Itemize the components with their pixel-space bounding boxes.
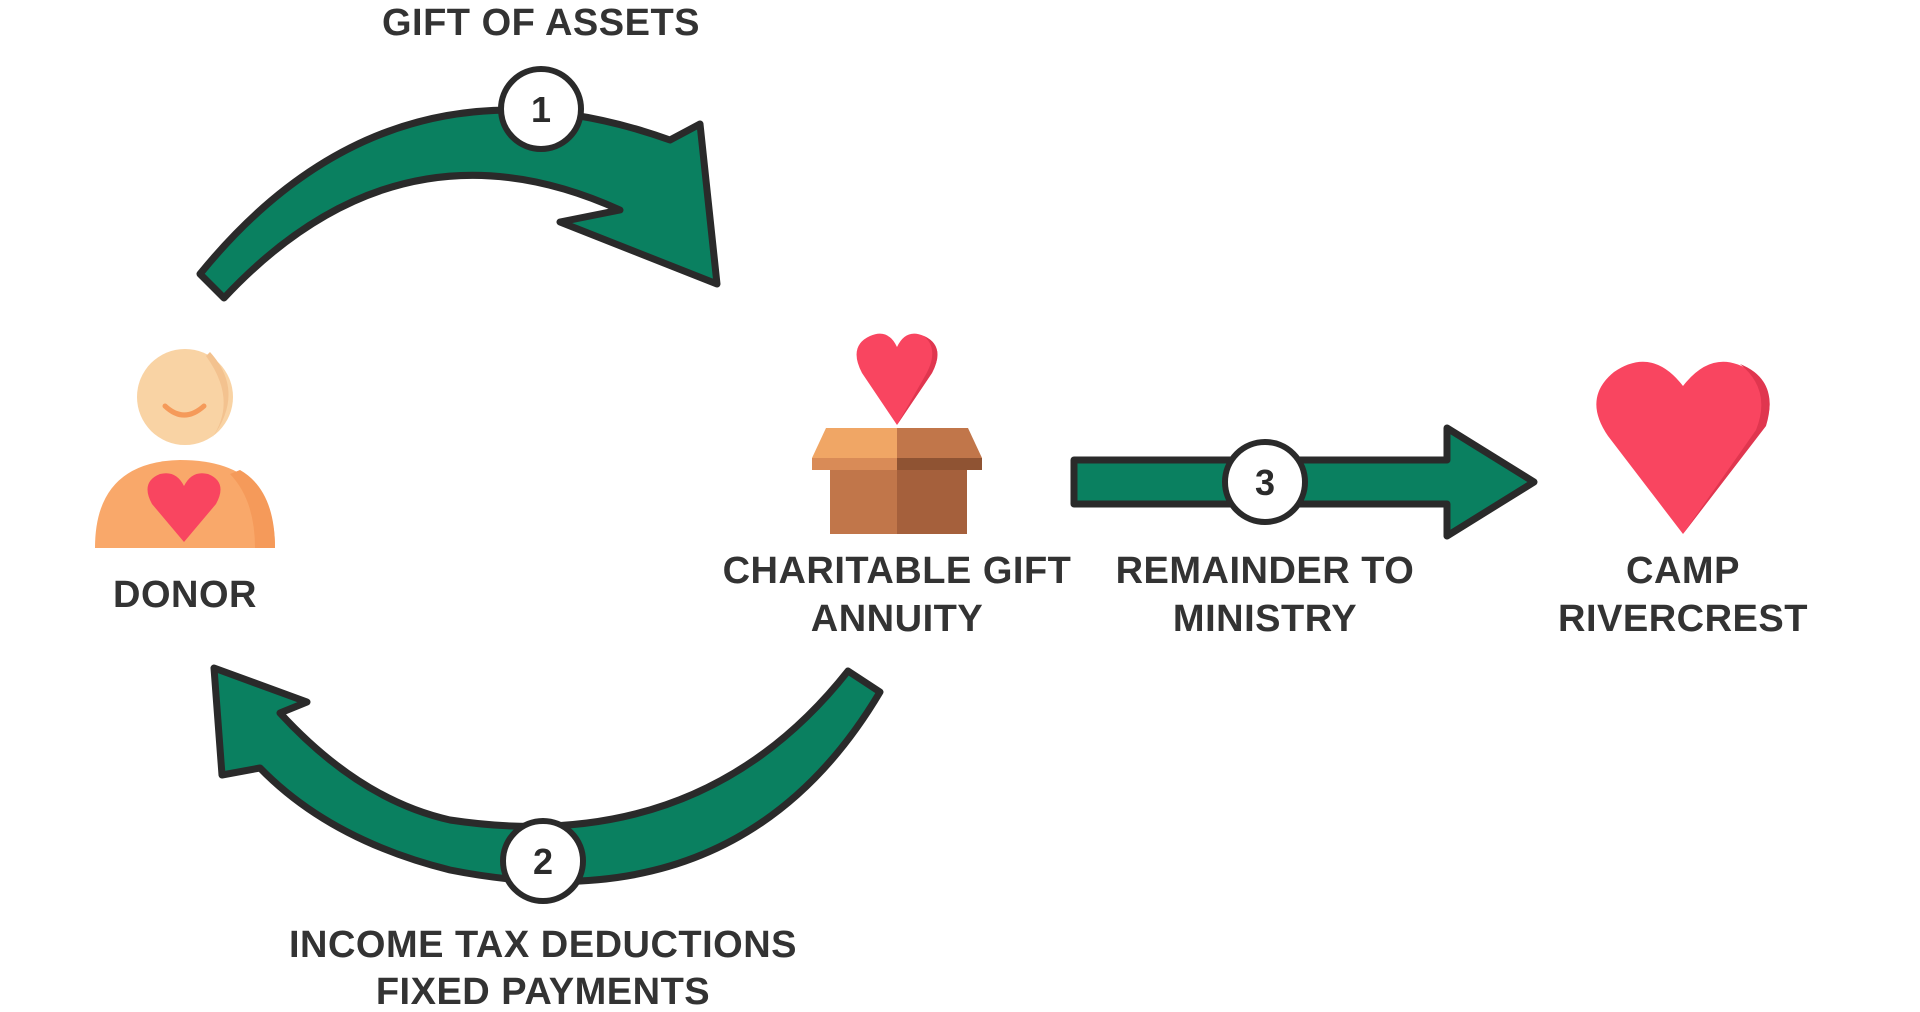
step-2-badge: 2 bbox=[500, 818, 586, 904]
step-3-label-line-2: MINISTRY bbox=[1173, 598, 1357, 640]
arrow-1-shaft bbox=[196, 106, 721, 302]
arrow-income-payments bbox=[210, 664, 884, 885]
step-3-number: 3 bbox=[1255, 462, 1275, 503]
step-1-number: 1 bbox=[531, 89, 551, 130]
annuity-label-line-2: ANNUITY bbox=[811, 598, 983, 640]
step-2-number: 2 bbox=[533, 841, 553, 882]
annuity-label-line-1: CHARITABLE GIFT bbox=[723, 550, 1072, 592]
donor-person-icon bbox=[95, 349, 275, 548]
step-2-label-line-2: FIXED PAYMENTS bbox=[376, 971, 710, 1012]
step-1-badge: 1 bbox=[498, 66, 584, 152]
camp-label-line-2: RIVERCREST bbox=[1558, 598, 1808, 640]
gift-box-heart-icon bbox=[812, 333, 982, 534]
step-3-badge: 3 bbox=[1222, 439, 1308, 525]
arrow-2-shaft bbox=[210, 664, 884, 885]
step-2-label-line-1: INCOME TAX DEDUCTIONS bbox=[289, 924, 797, 966]
heart-icon bbox=[1596, 361, 1770, 534]
donor-label: DONOR bbox=[113, 574, 257, 616]
step-1-label: GIFT OF ASSETS bbox=[382, 2, 700, 44]
camp-label-line-1: CAMP bbox=[1626, 550, 1740, 592]
step-3-label-line-1: REMAINDER TO bbox=[1116, 550, 1415, 592]
arrow-gift-of-assets bbox=[196, 106, 721, 302]
